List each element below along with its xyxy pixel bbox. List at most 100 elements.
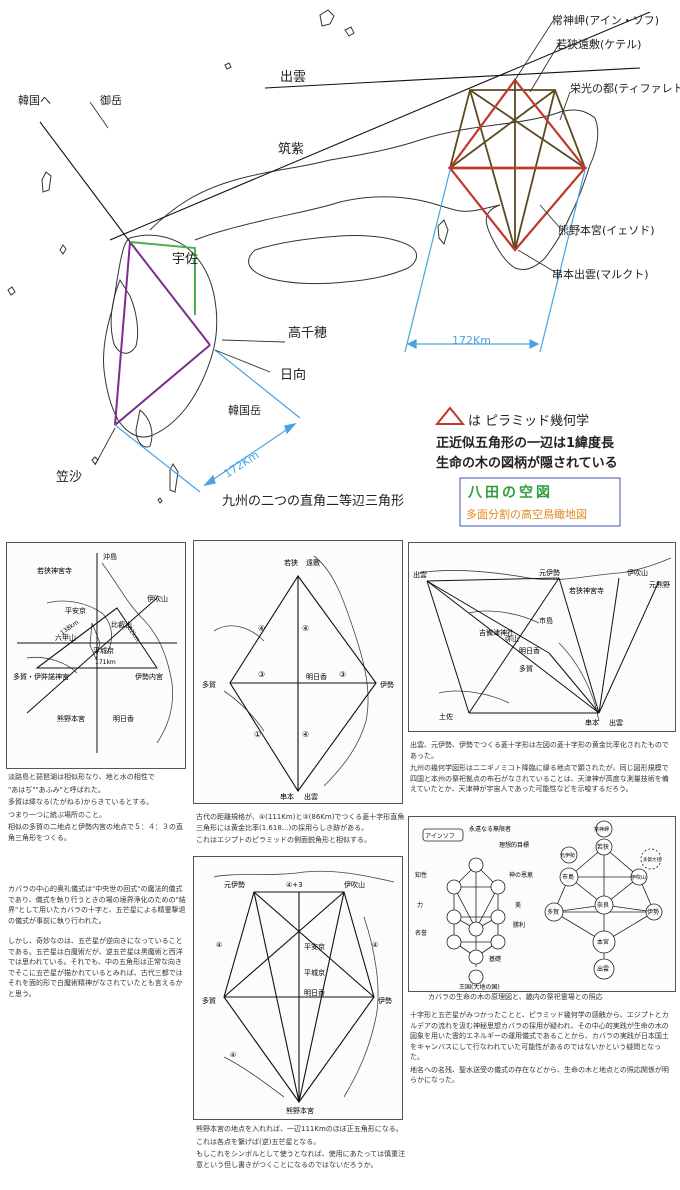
kinki-geometry	[447, 78, 588, 252]
p1-label-8: 伊勢内宮	[135, 672, 163, 681]
p1-cap-2: 多賀は緯なる(たがねる)からきているとする。	[8, 798, 154, 806]
p4-num-0: ④+3	[286, 881, 303, 889]
label-izumo: 出雲	[280, 70, 307, 85]
p5-side-5: 勝利	[513, 921, 525, 929]
p5-rnode-0: 常神岬	[594, 826, 609, 833]
label-mitake: 御岳	[100, 94, 122, 107]
legend-box	[459, 477, 621, 527]
p3-label-7: 明日香	[519, 646, 540, 655]
p5-rnode-3: 伊吹山	[631, 874, 646, 881]
p3-label-0: 出雲	[413, 570, 427, 579]
panel5-caption-title: カバラの生命の木の原理図と、畿内の祭祀霊場との照応	[428, 993, 603, 1001]
mid-para-1: しかし、奇妙なのは、五芒星が逆向きになっていることである。五芒星は白魔術だが、逆…	[8, 937, 183, 998]
legend-triangle-text: は ピラミッド幾何学	[468, 414, 590, 429]
p4-cap-0: 熊野本宮の地点を入れれば、一辺111Kmのほぼ正五角形になる。	[196, 1125, 403, 1133]
p5-cap-1: 地名への名残、聖水送受の儀式の存在などから、生命の木と地点との照応関係が明らかに…	[410, 1065, 669, 1085]
coastline	[7, 9, 599, 504]
p3-label-5: 市島	[539, 616, 553, 625]
p2-label-2: 多賀	[202, 680, 216, 689]
label-usa: 宇佐	[172, 252, 199, 267]
panel3-svg: 出雲 元伊勢 伊吹山 元熊野 若狭神宮寺 市島 吉備津神社 明日香 弥山 多賀 …	[413, 557, 672, 727]
p4-num-3: ④	[230, 1051, 236, 1059]
panel1-caption: 淡路島と琵琶湖は相似形なり、地と水の相性で "あはぢ""あふみ"と呼ばれた。 多…	[8, 772, 188, 845]
p5-ain: アインソフ	[425, 833, 455, 840]
label-wakasa: 若狭遠敷(ケテル)	[556, 38, 642, 51]
panel4-svg: 元伊勢 伊吹山 平安京 平城京 明日香 多賀 伊勢 熊野本宮 ④+3 ④ ④ ④	[202, 870, 395, 1115]
legend-box-sub: 多面分割の高空鳥瞰地図	[466, 508, 587, 521]
legend-line1: 正近似五角形の一辺は1緯度長	[436, 436, 615, 451]
kyushu-leaders	[89, 101, 286, 466]
p4-label-5: 多賀	[202, 996, 216, 1005]
mid-para-0: カバラの中心的奥礼儀式は"中央世の回式"の魔法的儀式であり、儀式を執り行うときの…	[8, 885, 186, 925]
p4-num-1: ④	[216, 941, 222, 949]
p4-label-1: 伊吹山	[344, 880, 365, 889]
p5-rnode-6: 多賀	[547, 908, 559, 916]
panel1-svg: 沖島 若狭神宮寺 伊吹山 平安京 比叡山 六甲山 平城京 多賀・伊弉諾神宮 伊勢…	[13, 552, 177, 753]
p2-cap-0: 古代の距離規格が、④(111Km)と③(86Km)でつくる菱十字形直角三角形には…	[196, 813, 405, 832]
p4-label-2: 平安京	[304, 942, 325, 951]
p3-cap-0: 出雲、元伊勢、伊勢でつくる菱十字形は左図の菱十字形の黄金比率化されたものであった…	[410, 741, 669, 760]
top-map-svg	[7, 9, 651, 527]
p5-side-2: 神の恩恵	[509, 871, 533, 879]
p5-rnode-4: 市島	[562, 873, 574, 881]
p2-label-5: 串本	[280, 792, 294, 801]
panel5-svg: アインソフ 永遠なる無限者 理想的目標 知性 神の恩恵 力 美 勝利 名誉 基礎…	[415, 820, 663, 991]
p1-cap-4: 相似の多賀の二地点と伊勢内宮の地点で５：４：３の直角三角形をつくる。	[8, 823, 183, 842]
p5-side-1: 知性	[415, 871, 427, 879]
p2-label-6: 出雲	[304, 792, 318, 801]
p4-num-2: ④	[372, 941, 378, 949]
p2-num-0: ④	[258, 624, 265, 633]
p3-label-6: 吉備津神社	[479, 628, 514, 637]
p3-label-12: 出雲	[609, 718, 623, 727]
p5-rnode-9: 出雲	[597, 965, 609, 973]
panel2-svg: 若狭 遠敷 多賀 伊勢 明日香 串本 出雲 ④ ③ ④ ① ③ ④	[202, 555, 394, 801]
p3-label-1: 元伊勢	[539, 568, 560, 577]
label-korea: 韓国へ	[18, 94, 51, 107]
p2-num-4: ③	[258, 670, 265, 679]
p2-label-0: 若狭	[284, 558, 298, 567]
p2-label-4: 明日香	[306, 672, 327, 681]
panel2-caption: 古代の距離規格が、④(111Km)と③(86Km)でつくる菱十字形直角三角形には…	[196, 812, 406, 848]
p3-cap-1: 九州の幾何学図形はニニギノミコト降臨に縁る地点で顕されたが、同じ図形規模で四国と…	[410, 764, 669, 793]
p1-dim-1: 102km	[123, 622, 141, 643]
p2-num-3: ①	[254, 730, 261, 739]
panel4-caption: 熊野本宮の地点を入れれば、一辺111Kmのほぼ正五角形になる。 これは各点を繋げ…	[196, 1124, 406, 1172]
label-hyuga: 日向	[280, 368, 307, 383]
label-chikushi: 筑紫	[278, 142, 305, 157]
p1-cap-3: つまり一つに統ぶ場所のこと。	[8, 810, 106, 819]
p2-num-5: ④	[302, 730, 309, 739]
alignment-lines	[39, 11, 651, 243]
p2-num-2: ④	[302, 624, 309, 633]
p4-label-7: 熊野本宮	[286, 1106, 314, 1115]
p1-label-5: 六甲山	[55, 633, 76, 642]
p4-cap-2: もしこれをシンボルとして使うとなれば、使用にあたっては慎重注意という但し書きがつ…	[196, 1150, 406, 1169]
p3-label-10: 土佐	[439, 712, 453, 721]
p3-label-8: 弥山	[505, 634, 519, 643]
p1-dim-2: 171km	[95, 659, 116, 666]
p5-rnode-8: 本宮	[597, 938, 609, 946]
p4-label-4: 明日香	[304, 988, 325, 997]
p1-label-10: 明日香	[113, 714, 134, 723]
p5-rnode-7: 伊勢	[647, 908, 659, 916]
legend-box-title: 八田の空図	[468, 485, 553, 501]
label-kyushu-caption: 九州の二つの直角二等辺三角形	[222, 494, 405, 509]
panel-pentagram: 元伊勢 伊吹山 平安京 平城京 明日香 多賀 伊勢 熊野本宮 ④+3 ④ ④ ④	[193, 856, 403, 1120]
p3-label-2: 伊吹山	[627, 568, 648, 577]
p5-side-0: 理想的目標	[499, 841, 529, 849]
p5-side-3: 力	[417, 901, 423, 909]
kinki-leaders	[514, 17, 571, 273]
legend-line2: 生命の木の図柄が隠されている	[436, 456, 618, 471]
p5-cap-0: 十字形と五芒星がみつかったことと、ピラミッド幾何学の感触から、エジプトとカルデア…	[410, 1011, 669, 1061]
kyushu-distance	[114, 349, 301, 493]
p1-label-3: 平安京	[65, 606, 86, 615]
panel-golden-rhombus: 若狭 遠敷 多賀 伊勢 明日香 串本 出雲 ④ ③ ④ ① ③ ④	[193, 540, 403, 804]
p1-label-9: 熊野本宮	[57, 714, 85, 723]
p1-cap-1: "あはぢ""あふみ"と呼ばれた。	[8, 785, 105, 794]
p1-label-0: 沖島	[103, 552, 117, 561]
label-kasasa: 笠沙	[56, 470, 83, 485]
p5-rnode-2: 元伊勢	[560, 852, 575, 859]
kinki-distance	[404, 169, 586, 353]
p5-rnode-5: 奈良	[597, 901, 609, 909]
label-karakunidake: 韓国岳	[228, 404, 261, 417]
p5-dotted: 多賀大社	[643, 856, 661, 863]
